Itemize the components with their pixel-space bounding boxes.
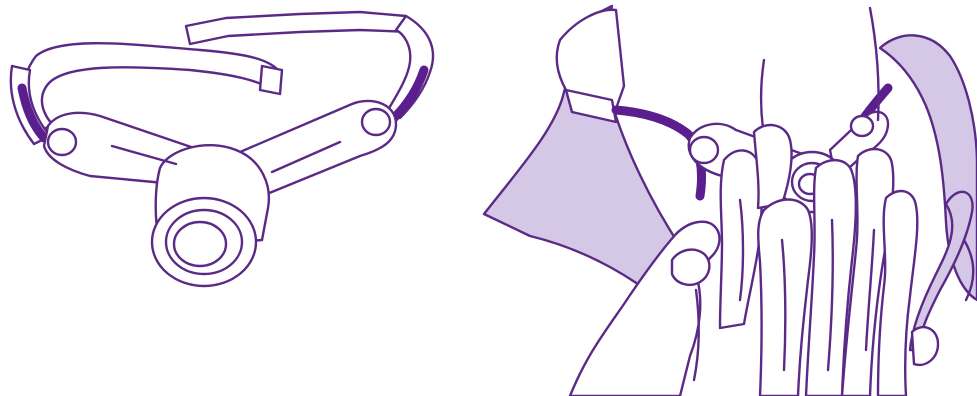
- illustration-canvas: [0, 0, 977, 396]
- fitting-on-neck-illustration: [0, 0, 977, 396]
